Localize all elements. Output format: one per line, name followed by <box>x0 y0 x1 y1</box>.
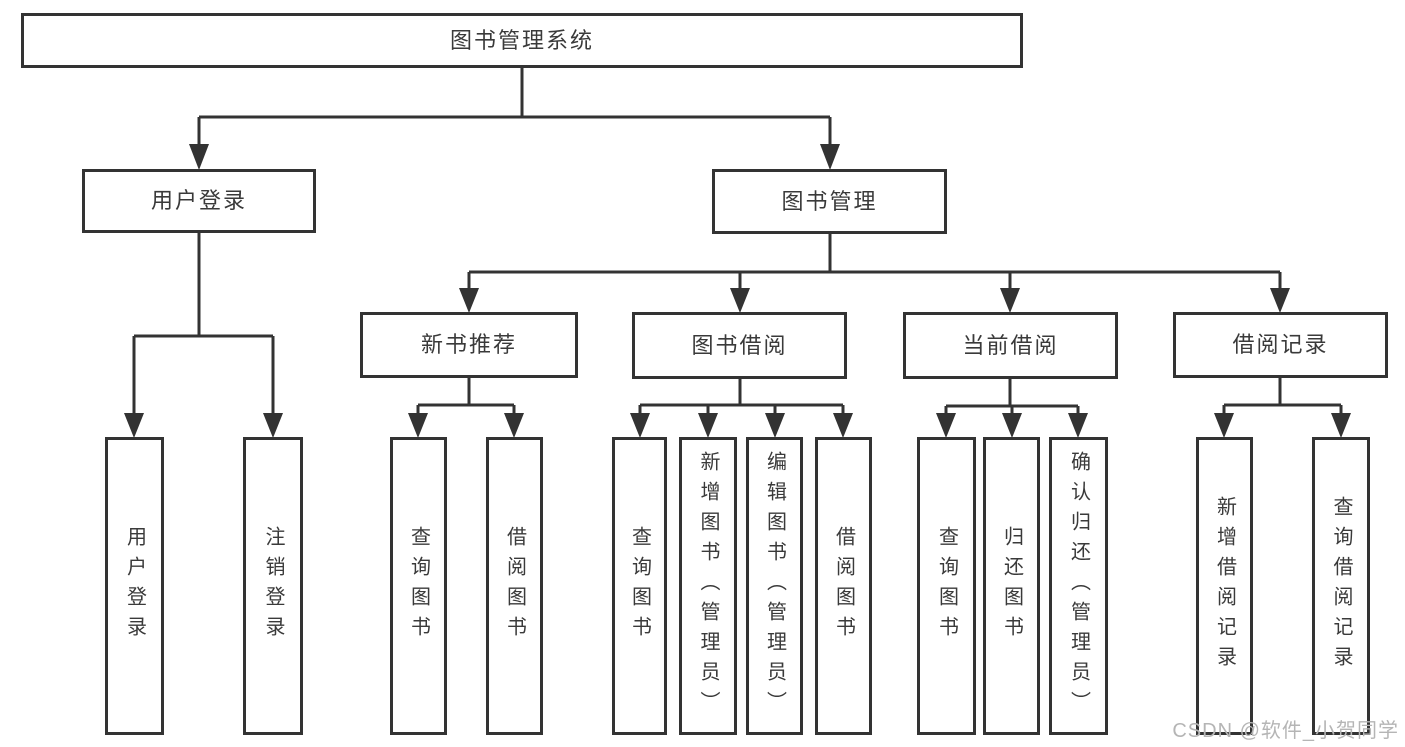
arrow-down-icon <box>698 413 718 438</box>
node-user-login: 用户登录 <box>82 169 316 233</box>
leaf-edit-books-admin: 编辑图书（管理员） <box>746 437 803 735</box>
node-new-book-recommend: 新书推荐 <box>360 312 578 378</box>
arrow-down-icon <box>1000 288 1020 313</box>
leaf-query-borrow-record: 查询借阅记录 <box>1312 437 1370 735</box>
arrow-down-icon <box>833 413 853 438</box>
connector-new-book-branch <box>416 378 516 416</box>
connector-root-to-level2 <box>197 68 832 148</box>
leaf-confirm-return-admin: 确认归还（管理员） <box>1049 437 1108 735</box>
arrow-down-icon <box>459 288 479 313</box>
leaf-query-books-current: 查询图书 <box>917 437 976 735</box>
arrow-down-icon <box>1214 413 1234 438</box>
arrow-down-icon <box>1068 413 1088 438</box>
arrow-down-icon <box>263 413 283 438</box>
leaf-query-books-borrow: 查询图书 <box>612 437 667 735</box>
node-current-borrow: 当前借阅 <box>903 312 1118 379</box>
arrow-down-icon <box>730 288 750 313</box>
leaf-user-login: 用户登录 <box>105 437 164 735</box>
connector-borrow-records-branch <box>1222 378 1343 416</box>
node-root-system: 图书管理系统 <box>21 13 1023 68</box>
connector-current-borrow-branch <box>944 379 1080 416</box>
leaf-query-books-recommend: 查询图书 <box>390 437 447 735</box>
connector-user-login-branch <box>132 233 275 416</box>
csdn-watermark: CSDN @软件_小贺同学 <box>1172 720 1399 742</box>
arrow-down-icon <box>408 413 428 438</box>
node-book-management: 图书管理 <box>712 169 947 234</box>
connector-book-borrow-branch <box>638 379 845 416</box>
arrow-down-icon <box>124 413 144 438</box>
leaf-borrow-books: 借阅图书 <box>815 437 872 735</box>
arrow-down-icon <box>936 413 956 438</box>
arrow-down-icon <box>189 144 209 170</box>
node-book-borrow: 图书借阅 <box>632 312 847 379</box>
node-borrow-records: 借阅记录 <box>1173 312 1388 378</box>
arrow-down-icon <box>1270 288 1290 313</box>
arrow-down-icon <box>820 144 840 170</box>
leaf-add-borrow-record: 新增借阅记录 <box>1196 437 1253 735</box>
arrow-down-icon <box>1002 413 1022 438</box>
connector-book-management-branch <box>467 234 1282 292</box>
arrow-down-icon <box>1331 413 1351 438</box>
arrow-down-icon <box>765 413 785 438</box>
arrow-down-icon <box>630 413 650 438</box>
leaf-borrow-books-recommend: 借阅图书 <box>486 437 543 735</box>
leaf-return-books: 归还图书 <box>983 437 1040 735</box>
leaf-logout: 注销登录 <box>243 437 303 735</box>
leaf-add-books-admin: 新增图书（管理员） <box>679 437 737 735</box>
arrow-down-icon <box>504 413 524 438</box>
